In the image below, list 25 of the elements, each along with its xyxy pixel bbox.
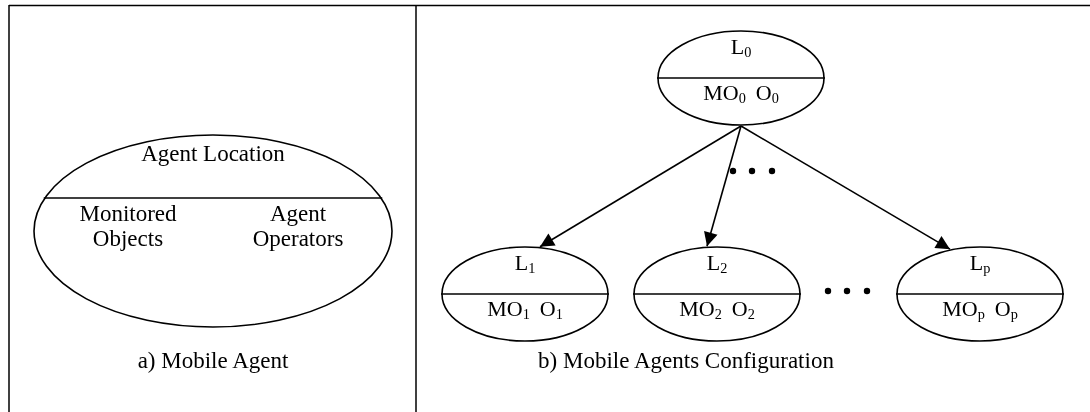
- ellipse-node: [33, 134, 393, 328]
- node-text: O$_{1}$: [539, 297, 563, 323]
- node-text: MO$_{1}$: [487, 297, 530, 323]
- panel-caption: b) Mobile Agents Configuration: [538, 348, 834, 374]
- panel-caption: a) Mobile Agent: [137, 348, 289, 374]
- node-title: L$_{p}$: [969, 250, 991, 275]
- node-title: Agent Location: [141, 141, 285, 166]
- ellipse-node: [657, 30, 825, 126]
- node-text: O$_{p}$: [994, 297, 1018, 323]
- node-text: MO$_{0}$: [703, 81, 746, 107]
- node-title: L$_{0}$: [730, 34, 752, 59]
- node-text: O$_{0}$: [755, 81, 779, 107]
- node-title: L$_{1}$: [514, 250, 536, 275]
- ellipse-node: [896, 246, 1064, 342]
- arrow: [704, 125, 742, 248]
- node-text: Agent Operators: [251, 201, 345, 252]
- node-text: MO$_{2}$: [679, 297, 722, 323]
- arrow: [740, 125, 951, 250]
- node-text: Monitored Objects: [78, 201, 178, 252]
- node-text: O$_{2}$: [731, 297, 755, 323]
- ellipse-node: [441, 246, 609, 342]
- node-title: L$_{2}$: [706, 250, 728, 275]
- arrow: [539, 125, 742, 248]
- ellipse-node: [633, 246, 801, 342]
- node-text: MO$_{p}$: [942, 297, 985, 323]
